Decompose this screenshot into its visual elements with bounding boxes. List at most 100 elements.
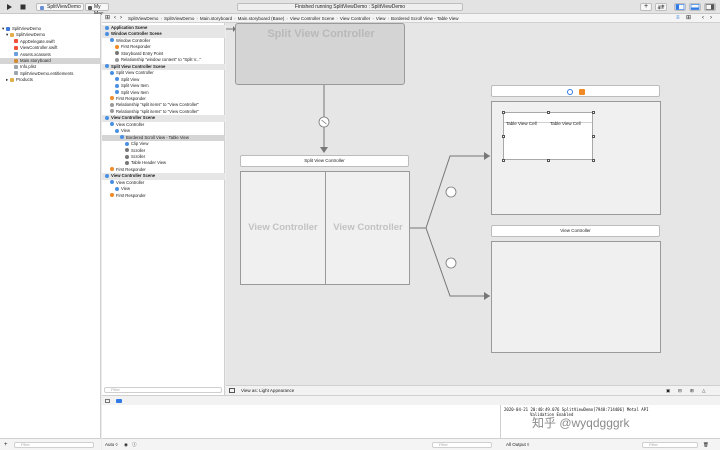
outline-item[interactable]: Relationship "split items" to "View Cont… (102, 102, 225, 109)
destination-selector[interactable]: My Mac (85, 3, 109, 17)
breadcrumb-item[interactable]: Bordered Scroll View - Table View (391, 16, 459, 21)
outline-item[interactable]: Clip View (102, 141, 225, 148)
related-items-icon[interactable]: ⊞ (105, 15, 111, 21)
resolve-issues-icon[interactable]: △ (702, 388, 706, 393)
navigator-filter-input[interactable]: Filter (14, 442, 94, 448)
vc-scene-titlebar[interactable]: View Controller (491, 225, 660, 237)
outline-filter-input[interactable]: Filter (104, 387, 222, 393)
outline-item[interactable]: Split View Controller (102, 70, 225, 77)
navigator-item[interactable]: ViewController.swift (0, 45, 101, 51)
add-editor-icon[interactable]: ⊞ (686, 15, 692, 21)
appearance-label[interactable]: View as: Light Appearance (241, 388, 295, 393)
nav-next-icon[interactable]: › (710, 15, 712, 21)
outline-item[interactable]: Scroller (102, 148, 225, 155)
outline-item[interactable]: Split View Item (102, 83, 225, 90)
hide-debug-area-icon[interactable] (105, 399, 110, 403)
storyboard-canvas[interactable]: Split View Controller Split View Control… (226, 23, 720, 385)
resize-handle[interactable] (546, 158, 550, 162)
split-view-controller-scene[interactable]: View Controller View Controller (240, 171, 410, 285)
table-view[interactable]: Table View Cell Table View Cell (503, 112, 593, 160)
breadcrumb-item[interactable]: View Controller Scene (289, 16, 335, 21)
nav-prev-icon[interactable]: ‹ (702, 15, 704, 21)
outline-item[interactable]: Scroller (102, 154, 225, 161)
window-controller-scene[interactable]: Split View Controller (235, 23, 405, 85)
auto-select[interactable]: Auto ◊ (105, 442, 118, 447)
outline-item[interactable]: View Controller (102, 122, 225, 129)
vc-scene-title: View Controller (560, 228, 591, 233)
view-controller-scene[interactable] (491, 241, 661, 353)
resize-handle[interactable] (501, 134, 505, 138)
outline-scene-header[interactable]: Window Controller Scene (102, 31, 225, 38)
toggle-navigator-button[interactable] (674, 3, 686, 11)
outline-scene-header[interactable]: View Controller Scene (102, 115, 225, 122)
split-view-controller-title[interactable]: Split View Controller (240, 155, 409, 167)
outline-item[interactable]: Relationship "window content" to "Split … (102, 57, 225, 64)
breakpoints-icon[interactable] (116, 399, 122, 403)
outline-toggle-icon[interactable] (229, 388, 235, 393)
assets-file-icon (14, 52, 18, 57)
outline-item[interactable]: Split View (102, 77, 225, 84)
outline-scene-header[interactable]: Application Scene (102, 25, 225, 32)
resize-handle[interactable] (591, 158, 595, 162)
breadcrumb-item[interactable]: SplitViewDemo (128, 16, 159, 21)
outline-item[interactable]: Relationship "split items" to "View Cont… (102, 109, 225, 116)
breadcrumb-item[interactable]: SplitViewDemo (163, 16, 195, 21)
outline-item[interactable]: View (102, 186, 225, 193)
add-constraints-icon[interactable]: ⊞ (690, 388, 694, 393)
breadcrumb-item[interactable]: Main.storyboard (Base) (237, 16, 285, 21)
navigator-item[interactable]: Main.storyboard (0, 58, 101, 64)
outline-scene-header[interactable]: View Controller Scene (102, 173, 225, 180)
library-button[interactable]: + (640, 3, 652, 11)
outline-item[interactable]: View (102, 128, 225, 135)
resize-handle[interactable] (546, 110, 550, 114)
stop-button[interactable] (19, 3, 27, 11)
variables-filter-input[interactable]: Filter (432, 442, 492, 448)
navigator-item[interactable]: ▾SplitViewDemo (0, 32, 101, 38)
resize-handle[interactable] (591, 134, 595, 138)
align-icon[interactable]: ⊟ (678, 388, 682, 393)
disclosure-icon[interactable]: ▸ (6, 77, 9, 83)
console-filter-input[interactable]: Filter (642, 442, 698, 448)
output-select[interactable]: All Output ◊ (506, 442, 530, 447)
outline-item[interactable]: View Controller (102, 180, 225, 187)
scheme-selector[interactable]: SplitViewDemo (36, 3, 84, 11)
outline-item[interactable]: Bordered Scroll View - Table View (102, 134, 225, 142)
breadcrumb-item[interactable]: View (375, 16, 386, 21)
code-review-button[interactable] (655, 3, 667, 11)
outline-item[interactable]: First Responder (102, 193, 225, 200)
navigator-item[interactable]: Assets.xcassets (0, 52, 101, 58)
run-button[interactable] (5, 3, 13, 11)
navigator-item[interactable]: AppDelegate.swift (0, 39, 101, 45)
resize-handle[interactable] (591, 110, 595, 114)
resize-handle[interactable] (501, 158, 505, 162)
navigator-item[interactable]: SplitViewDemo.entitlements (0, 71, 101, 77)
forward-chevron-icon[interactable]: › (120, 15, 122, 21)
breadcrumb-item[interactable]: Main.storyboard (199, 16, 233, 21)
outline-item[interactable]: Table Header View (102, 160, 225, 167)
disclosure-icon[interactable]: ▾ (2, 26, 5, 31)
back-chevron-icon[interactable]: ‹ (114, 15, 116, 21)
navigator-item[interactable]: ▸Products (0, 77, 101, 83)
table-view-controller-scene[interactable]: Table View Cell Table View Cell (491, 101, 661, 215)
add-file-button[interactable]: + (4, 442, 8, 448)
table-vc-titlebar[interactable] (491, 85, 660, 97)
outline-item[interactable]: Split View Item (102, 90, 225, 97)
resize-handle[interactable] (501, 110, 505, 114)
navigator-item[interactable]: ▾SplitViewDemo (0, 26, 101, 32)
outline-item[interactable]: First Responder (102, 96, 225, 103)
quick-look-icon[interactable]: ◉ (124, 442, 128, 447)
outline-item[interactable]: First Responder (102, 167, 225, 174)
toggle-debug-button[interactable] (689, 3, 701, 11)
outline-item[interactable]: Window Controller (102, 38, 225, 45)
breadcrumb-item[interactable]: View Controller (339, 16, 371, 21)
trash-icon[interactable]: 🗑 (703, 442, 709, 447)
update-frames-icon[interactable]: ▣ (666, 388, 671, 393)
navigator-item[interactable]: Info.plist (0, 64, 101, 70)
editor-options-icon[interactable]: ≡ (676, 15, 680, 21)
disclosure-icon[interactable]: ▾ (6, 32, 9, 38)
toggle-inspector-button[interactable] (704, 3, 716, 11)
outline-scene-header[interactable]: Split View Controller Scene (102, 63, 225, 71)
outline-item[interactable]: Storyboard Entry Point (102, 51, 225, 58)
info-icon[interactable]: ⓘ (132, 442, 137, 447)
outline-item[interactable]: First Responder (102, 44, 225, 51)
